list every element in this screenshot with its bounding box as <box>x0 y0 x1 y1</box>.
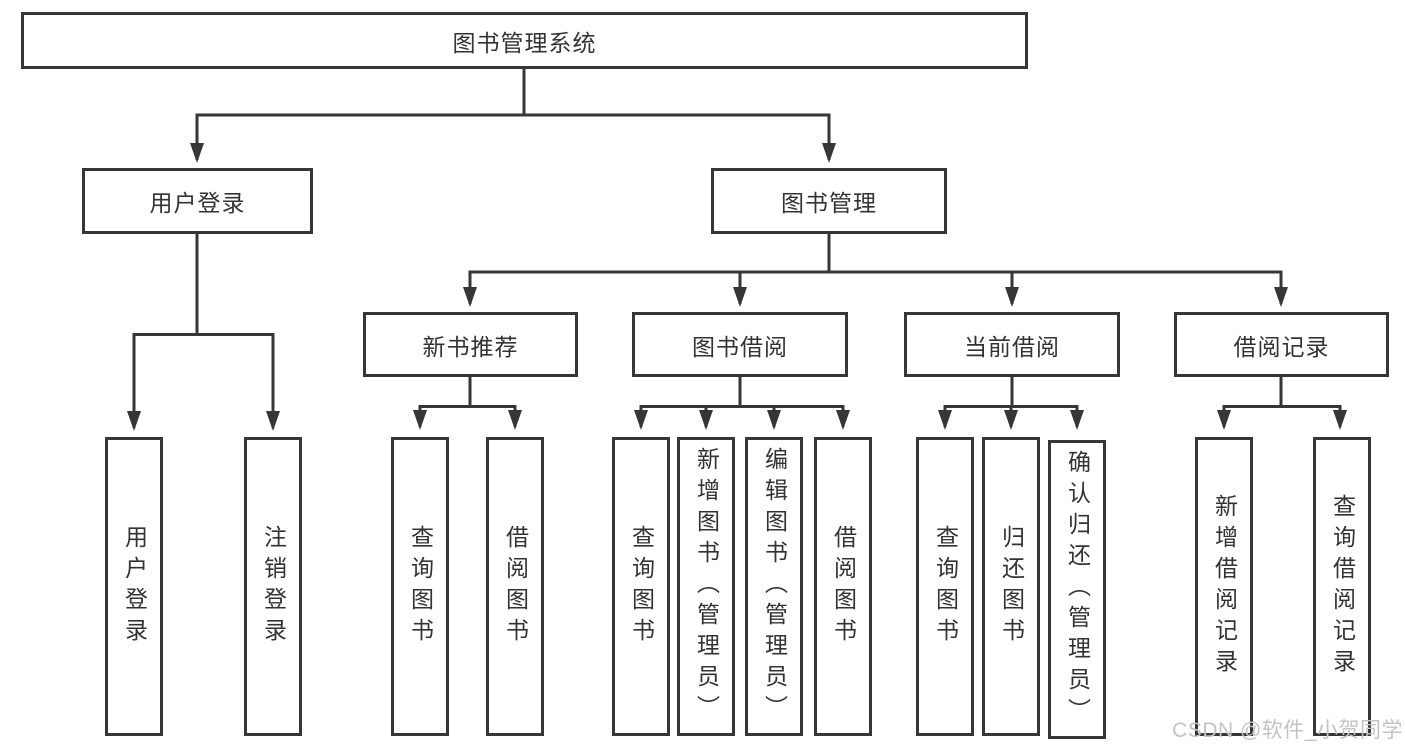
leaf-confirm-return-admin: 确认归还（管理员） <box>1048 440 1106 739</box>
leaf-query-books-borrow-label: 查询图书 <box>628 524 655 649</box>
leaf-query-books-borrow: 查询图书 <box>612 437 670 736</box>
node-borrow-records-label: 借阅记录 <box>1233 333 1330 360</box>
connector-book-mgmt-to-level3 <box>463 232 1288 307</box>
leaf-logout: 注销登录 <box>244 437 302 736</box>
node-new-book-recommend-label: 新书推荐 <box>422 333 519 360</box>
leaf-query-books-current-label: 查询图书 <box>932 524 959 649</box>
leaf-edit-book-admin: 编辑图书（管理员） <box>745 437 803 736</box>
node-new-book-recommend: 新书推荐 <box>363 312 578 377</box>
node-book-borrow: 图书借阅 <box>632 312 848 377</box>
connector-current-borrow-to-leaves <box>938 375 1084 430</box>
leaf-query-books-current: 查询图书 <box>916 437 974 736</box>
connector-new-book-to-leaves <box>413 375 522 430</box>
leaf-borrow-books-recommend: 借阅图书 <box>486 437 544 736</box>
leaf-add-borrow-record: 新增借阅记录 <box>1195 437 1253 736</box>
node-root-system: 图书管理系统 <box>21 12 1028 69</box>
node-user-login: 用户登录 <box>82 168 313 234</box>
leaf-borrow-books-label: 借阅图书 <box>830 524 857 649</box>
node-current-borrow-label: 当前借阅 <box>964 333 1060 360</box>
connector-user-login-to-leaves <box>127 232 280 431</box>
node-book-borrow-label: 图书借阅 <box>692 333 788 360</box>
connector-book-borrow-to-leaves <box>634 375 850 430</box>
node-user-login-label: 用户登录 <box>149 190 246 216</box>
leaf-user-login-label: 用户登录 <box>121 524 148 649</box>
leaf-return-book: 归还图书 <box>982 437 1040 736</box>
node-book-management-label: 图书管理 <box>781 190 877 216</box>
leaf-borrow-books-recommend-label: 借阅图书 <box>502 524 529 649</box>
leaf-borrow-books: 借阅图书 <box>814 437 872 736</box>
leaf-query-borrow-record-label: 查询借阅记录 <box>1329 493 1356 680</box>
leaf-query-borrow-record: 查询借阅记录 <box>1313 437 1371 736</box>
watermark: CSDN @软件_小贺同学 <box>1172 719 1403 742</box>
leaf-edit-book-admin-label: 编辑图书（管理员） <box>761 447 788 726</box>
leaf-query-books-recommend: 查询图书 <box>391 437 449 736</box>
leaf-add-book-admin-label: 新增图书（管理员） <box>693 447 720 726</box>
leaf-user-login: 用户登录 <box>105 437 163 736</box>
node-borrow-records: 借阅记录 <box>1174 312 1389 377</box>
leaf-confirm-return-admin-label: 确认归还（管理员） <box>1064 450 1091 729</box>
leaf-return-book-label: 归还图书 <box>998 524 1025 649</box>
leaf-query-books-recommend-label: 查询图书 <box>407 524 434 649</box>
leaf-add-book-admin: 新增图书（管理员） <box>677 437 735 736</box>
leaf-add-borrow-record-label: 新增借阅记录 <box>1211 493 1238 680</box>
connector-root-to-level2 <box>190 68 836 163</box>
leaf-logout-label: 注销登录 <box>260 524 287 649</box>
node-book-management: 图书管理 <box>711 168 947 234</box>
connector-borrow-records-to-leaves <box>1217 375 1347 430</box>
node-root-label: 图书管理系统 <box>452 29 597 56</box>
node-current-borrow: 当前借阅 <box>904 312 1120 377</box>
